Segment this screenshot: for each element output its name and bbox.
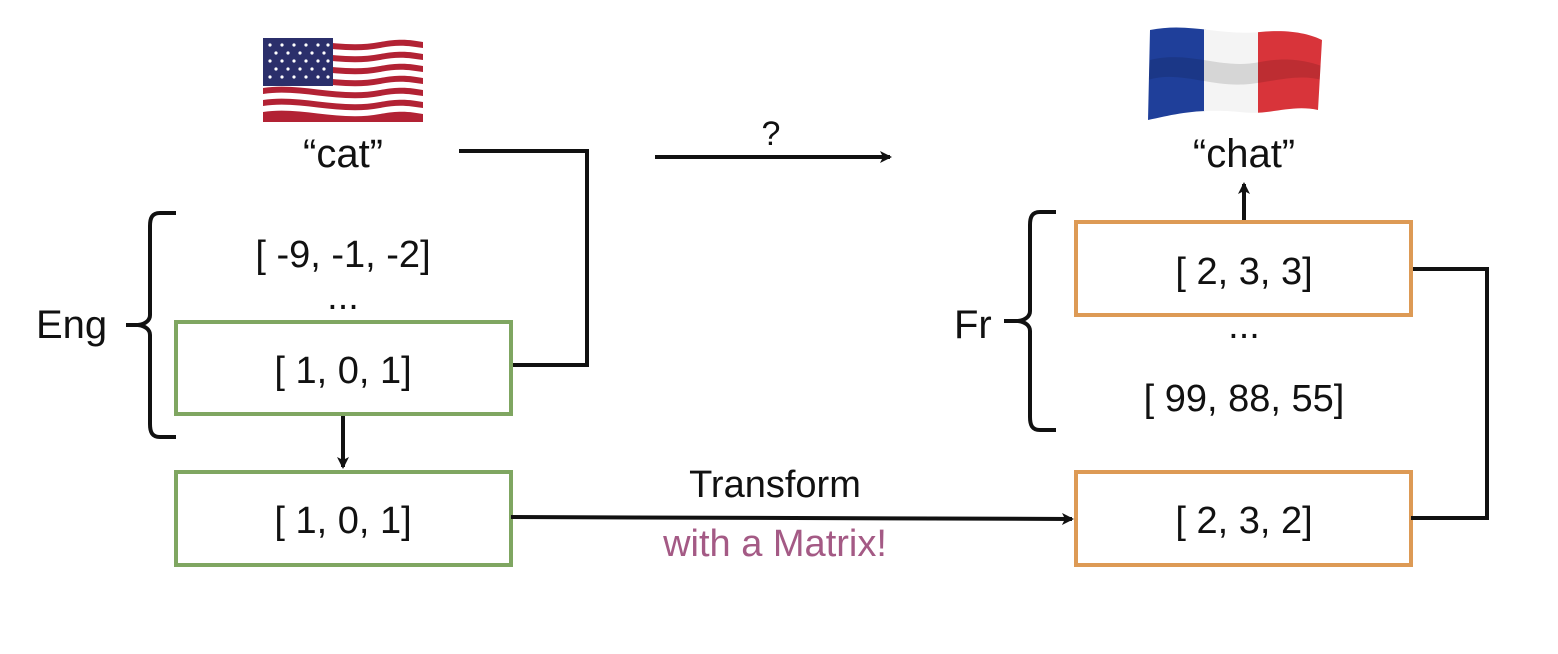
french-vector-chat: [ 2, 3, 3] (1175, 251, 1312, 293)
question-mark: ? (762, 115, 781, 153)
french-transformed-vector: [ 2, 3, 2] (1175, 500, 1312, 542)
transform-label: Transform (689, 464, 861, 506)
english-vector-1: [ -9, -1, -2] (255, 234, 430, 276)
english-output-vector: [ 1, 0, 1] (274, 500, 411, 542)
french-vector-2: [ 99, 88, 55] (1144, 378, 1345, 420)
nearest-neighbor-connector (1411, 267, 1489, 520)
french-ellipsis: ... (1228, 305, 1260, 347)
english-vector-cat: [ 1, 0, 1] (274, 350, 411, 392)
us-flag-icon (263, 38, 423, 122)
english-word: “cat” (303, 132, 383, 176)
cat-to-vector-connector (459, 149, 589, 367)
english-vector-box (174, 320, 513, 416)
french-word: “chat” (1193, 132, 1295, 176)
transform-sublabel: with a Matrix! (662, 523, 887, 565)
french-vector-box (1074, 220, 1413, 317)
french-group-label: Fr (954, 303, 992, 347)
transform-arrow (510, 512, 1074, 525)
english-brace (126, 211, 176, 439)
english-group-label: Eng (36, 303, 107, 347)
english-ellipsis: ... (327, 276, 359, 318)
french-brace (1004, 210, 1056, 432)
france-flag-icon (1148, 27, 1322, 120)
